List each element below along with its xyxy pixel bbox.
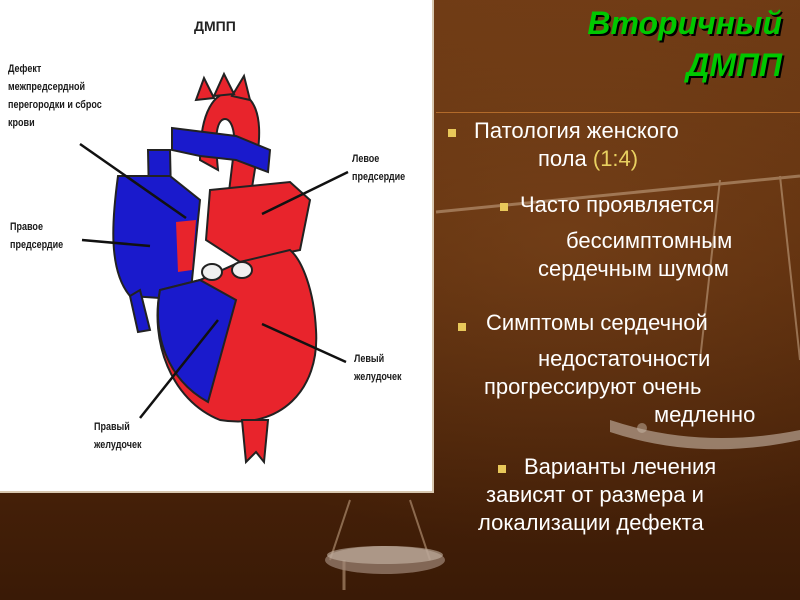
bullet-3-line-3: прогрессируют очень xyxy=(484,374,702,399)
bullet-4-line-2: зависят от размера и xyxy=(486,482,704,507)
pointer-left-ventricle xyxy=(261,322,347,364)
bullet-2-line-2: бессимптомным xyxy=(566,228,733,253)
bullet-1-line-1: Патология женского xyxy=(474,118,679,143)
diagram-title: ДМПП xyxy=(194,18,236,34)
label-left-atrium: Левое предсердие xyxy=(352,153,406,183)
ratio-value: (1:4) xyxy=(592,146,639,171)
label-left-ventricle: Левый желудочек xyxy=(354,353,402,383)
bullet-1-line-2: пола (1:4) xyxy=(538,146,638,172)
pointer-defect xyxy=(79,142,187,220)
pulmonary-artery xyxy=(171,126,272,174)
descending-vessel xyxy=(240,419,270,465)
heart-diagram xyxy=(79,71,349,465)
scale-string-far-2 xyxy=(779,175,800,361)
bullet-marker-3 xyxy=(458,323,466,331)
label-right-ventricle: Правый желудочек xyxy=(94,421,142,451)
scale-pan-left-top xyxy=(327,546,443,564)
pointer-left-atrium xyxy=(261,170,349,216)
bullet-3-line-2: недостаточности xyxy=(538,346,711,371)
bullet-marker-1 xyxy=(448,129,456,137)
scale-string-left xyxy=(329,499,351,561)
scale-string-far xyxy=(699,179,721,361)
bullet-3-line-1: Симптомы сердечной xyxy=(486,310,708,335)
bullet-2-line-1: Часто проявляется xyxy=(520,192,715,217)
scale-pan-right xyxy=(610,420,800,450)
heart-diagram-panel: ДМПП Дефект межпредсердной перегородки и… xyxy=(0,0,434,493)
inferior-vena-cava xyxy=(128,288,152,334)
slide-title-line1: Вторичный xyxy=(587,5,782,41)
left-atrium-shape xyxy=(204,180,312,264)
pointer-right-atrium xyxy=(81,238,151,248)
bullet-4-line-3: локализации дефекта xyxy=(478,510,704,535)
scale-knob xyxy=(637,423,647,433)
bullet-1-text: пола xyxy=(538,146,587,171)
bullet-marker-2 xyxy=(500,203,508,211)
shunt-flow xyxy=(176,220,196,272)
mitral-valve xyxy=(231,261,253,279)
title-divider xyxy=(436,112,800,113)
bullet-3-line-4: медленно xyxy=(654,402,756,427)
bullet-4-line-1: Варианты лечения xyxy=(524,454,717,479)
tricuspid-valve xyxy=(201,263,223,281)
bullet-marker-4 xyxy=(498,465,506,473)
bullet-2-line-3: сердечным шумом xyxy=(538,256,729,281)
slide-title: Вторичный ДМПП xyxy=(587,2,782,86)
scale-beam xyxy=(435,174,800,214)
slide-title-line2: ДМПП xyxy=(686,47,782,83)
pointer-right-ventricle xyxy=(139,319,219,419)
aortic-branches xyxy=(194,71,252,102)
label-right-atrium: Правое предсердие xyxy=(10,221,64,251)
label-defect: Дефект межпредсердной перегородки и сбро… xyxy=(8,63,102,129)
